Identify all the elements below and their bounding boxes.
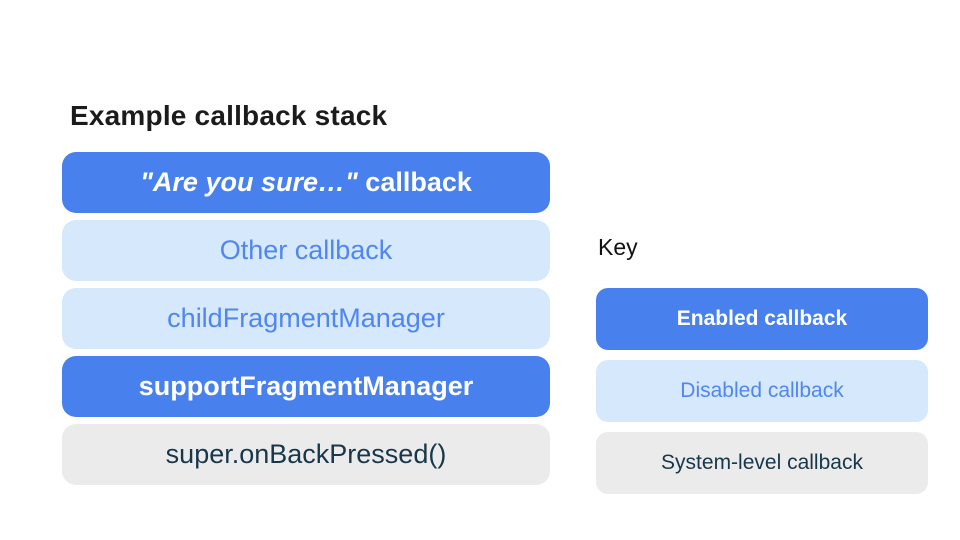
stack-box-label: supportFragmentManager (138, 371, 474, 401)
stack-box-label-rest: callback (357, 167, 472, 197)
key-title: Key (598, 234, 638, 260)
stack-box-label: childFragmentManager (167, 303, 445, 333)
key-box-system-level-callback: System-level callback (596, 432, 928, 494)
stack-box-label: Other callback (219, 235, 393, 265)
stack-box-support-fragment-manager: supportFragmentManager (62, 356, 550, 417)
key-box-enabled-callback: Enabled callback (596, 288, 928, 350)
stack-box-super-on-back-pressed: super.onBackPressed() (62, 424, 550, 485)
stack-box-are-you-sure-callback: "Are you sure…" callback (62, 152, 550, 213)
key-box-label: Enabled callback (676, 307, 848, 330)
key-box-label: System-level callback (661, 451, 863, 474)
key-box-disabled-callback: Disabled callback (596, 360, 928, 422)
stack-box-child-fragment-manager: childFragmentManager (62, 288, 550, 349)
callback-stack: "Are you sure…" callback Other callback … (62, 152, 550, 492)
stack-box-label-quoted: "Are you sure…" (140, 167, 358, 197)
stack-box-label: super.onBackPressed() (165, 439, 447, 469)
key-box-label: Disabled callback (680, 379, 844, 402)
stack-box-other-callback: Other callback (62, 220, 550, 281)
key-legend: Enabled callback Disabled callback Syste… (596, 288, 928, 504)
stack-title: Example callback stack (70, 100, 388, 131)
